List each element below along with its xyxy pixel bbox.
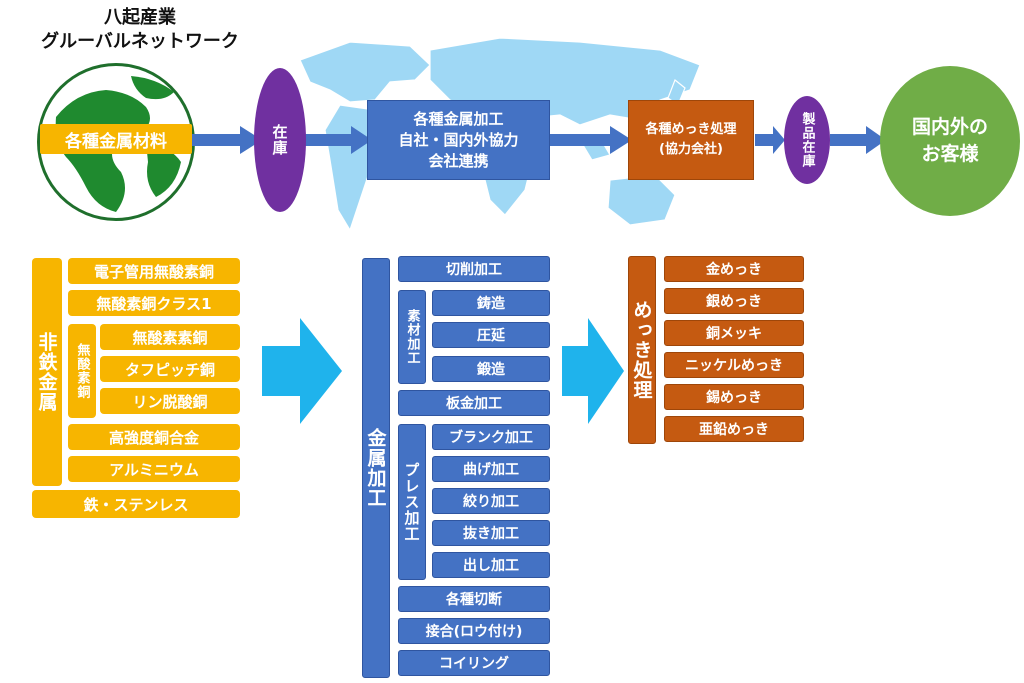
product-stock-label: 製品在庫 <box>799 112 815 168</box>
plating-item: 金めっき <box>664 256 804 282</box>
material-high-strength: 高強度銅合金 <box>68 424 240 450</box>
title-line-1: 八起産業 <box>104 7 176 28</box>
plating-process-line-1: 各種めっき処理 <box>645 122 737 137</box>
material-class1: 無酸素銅クラス1 <box>68 290 240 316</box>
process-drawing: 絞り加工 <box>432 488 550 514</box>
material-iron-stainless: 鉄・ステンレス <box>32 490 240 518</box>
process-shearing: 各種切断 <box>398 586 550 612</box>
process-extruding: 出し加工 <box>432 552 550 578</box>
nonferrous-group: 非鉄金属 <box>32 258 62 486</box>
plating-process-line-2: (協力会社) <box>659 142 723 157</box>
plating-item-label: 銀めっき <box>706 294 762 310</box>
plating-item: 亜鉛めっき <box>664 416 804 442</box>
process-coiling-label: コイリング <box>439 656 509 672</box>
process-extruding-label: 出し加工 <box>463 558 519 574</box>
process-joining-label: 接合(ロウ付け) <box>425 624 523 640</box>
raw-processing-group: 素材加工 <box>398 290 426 384</box>
material-ofc: 無酸素素銅 <box>100 324 240 350</box>
oxygen-free-group: 無酸素銅 <box>68 324 96 418</box>
customer-line-2: お客様 <box>921 143 979 165</box>
diagram-title: 八起産業 グルーバルネットワーク <box>20 6 260 54</box>
process-joining: 接合(ロウ付け) <box>398 618 550 644</box>
process-blanking-label: ブランク加工 <box>449 430 533 446</box>
plating-item: 銀めっき <box>664 288 804 314</box>
materials-box: 各種金属材料 <box>40 124 192 154</box>
process-rolling-label: 圧延 <box>477 328 505 344</box>
process-casting: 鋳造 <box>432 290 550 316</box>
material-electron-tube: 電子管用無酸素銅 <box>68 258 240 284</box>
process-punching-label: 抜き加工 <box>463 526 519 542</box>
processing-line-3: 会社連携 <box>428 151 489 170</box>
process-forging: 鍛造 <box>432 356 550 382</box>
metalwork-group: 金属加工 <box>362 258 390 678</box>
process-shearing-label: 各種切断 <box>446 592 502 608</box>
material-phosphorus: リン脱酸銅 <box>100 388 240 414</box>
material-iron-stainless-label: 鉄・ステンレス <box>83 495 189 514</box>
customer-node: 国内外の お客様 <box>880 66 1020 216</box>
processing-line-1: 各種金属加工 <box>413 109 504 128</box>
metalwork-label: 金属加工 <box>364 428 387 508</box>
process-rolling: 圧延 <box>432 322 550 348</box>
stock-node: 在庫 <box>254 68 306 212</box>
process-drawing-label: 絞り加工 <box>463 494 519 510</box>
stock-label: 在庫 <box>270 124 289 156</box>
cyan-arrow-2 <box>562 318 624 424</box>
process-blanking: ブランク加工 <box>432 424 550 450</box>
plating-group: めっき処理 <box>628 256 656 444</box>
press-processing-group: プレス加工 <box>398 424 426 580</box>
processing-line-2: 自社・国内外協力 <box>398 130 519 149</box>
process-coiling: コイリング <box>398 650 550 676</box>
material-ofc-label: 無酸素素銅 <box>132 328 208 347</box>
process-punching: 抜き加工 <box>432 520 550 546</box>
processing-box: 各種金属加工 自社・国内外協力 会社連携 <box>367 100 550 180</box>
material-aluminium: アルミニウム <box>68 456 240 482</box>
customer-line-1: 国内外の <box>911 116 988 138</box>
process-sheet-metal-label: 板金加工 <box>446 396 502 412</box>
material-aluminium-label: アルミニウム <box>109 460 199 479</box>
oxygen-free-label: 無酸素銅 <box>74 343 90 399</box>
material-tough-pitch: タフピッチ銅 <box>100 356 240 382</box>
raw-processing-label: 素材加工 <box>404 309 420 365</box>
product-stock-node: 製品在庫 <box>784 96 830 184</box>
material-electron-tube-label: 電子管用無酸素銅 <box>93 262 214 281</box>
cyan-arrow-1 <box>262 318 342 424</box>
plating-process-box: 各種めっき処理 (協力会社) <box>628 100 754 180</box>
material-tough-pitch-label: タフピッチ銅 <box>124 360 215 379</box>
material-class1-label: 無酸素銅クラス1 <box>96 294 212 313</box>
material-high-strength-label: 高強度銅合金 <box>108 428 199 447</box>
process-bending-label: 曲げ加工 <box>463 462 519 478</box>
process-bending: 曲げ加工 <box>432 456 550 482</box>
process-cutting-label: 切削加工 <box>446 262 502 278</box>
press-processing-label: プレス加工 <box>402 462 421 542</box>
plating-item: 銅メッキ <box>664 320 804 346</box>
flow-arrows <box>192 126 886 154</box>
process-sheet-metal: 板金加工 <box>398 390 550 416</box>
process-forging-label: 鍛造 <box>477 362 505 378</box>
materials-label: 各種金属材料 <box>65 131 167 152</box>
process-cutting: 切削加工 <box>398 256 550 282</box>
title-line-2: グルーバルネットワーク <box>41 31 239 52</box>
plating-item-label: 錫めっき <box>706 390 762 406</box>
plating-item-label: ニッケルめっき <box>685 358 783 374</box>
plating-item: 錫めっき <box>664 384 804 410</box>
plating-item-label: 亜鉛めっき <box>699 422 769 438</box>
nonferrous-label: 非鉄金属 <box>35 332 58 412</box>
plating-item: ニッケルめっき <box>664 352 804 378</box>
plating-item-label: 銅メッキ <box>706 326 762 342</box>
process-casting-label: 鋳造 <box>477 296 505 312</box>
plating-item-label: 金めっき <box>706 262 762 278</box>
material-phosphorus-label: リン脱酸銅 <box>132 392 208 411</box>
plating-group-label: めっき処理 <box>630 300 653 400</box>
